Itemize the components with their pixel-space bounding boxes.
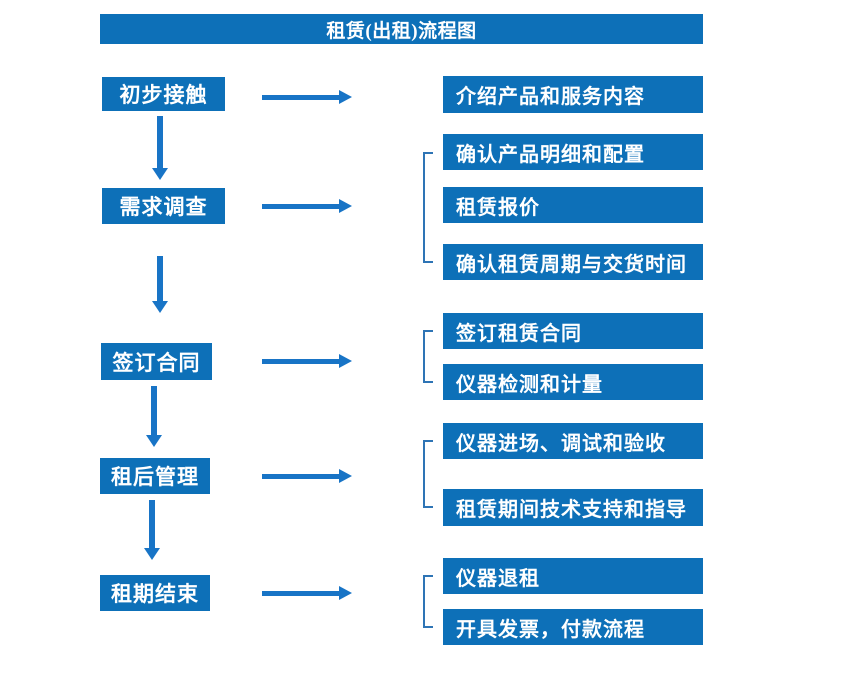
right-arrow-icon [262, 90, 352, 104]
output-box-confirm-period-delivery: 确认租赁周期与交货时间 [443, 244, 703, 280]
group-bracket [423, 152, 433, 263]
group-bracket [423, 330, 433, 383]
down-arrow-icon [146, 386, 162, 447]
output-box-introduce-products: 介绍产品和服务内容 [443, 76, 703, 113]
flowchart-title: 租赁(出租)流程图 [100, 14, 703, 44]
stage-box-demand-survey: 需求调查 [102, 188, 225, 224]
right-arrow-icon [262, 199, 352, 213]
stage-box-rental-end: 租期结束 [100, 575, 210, 611]
output-box-rental-quote: 租赁报价 [443, 187, 703, 223]
stage-box-initial-contact: 初步接触 [102, 77, 225, 111]
down-arrow-icon [144, 500, 160, 560]
stage-box-post-rental-management: 租后管理 [100, 458, 210, 494]
right-arrow-icon [262, 586, 352, 600]
stage-box-sign-contract: 签订合同 [101, 343, 212, 380]
down-arrow-icon [152, 116, 168, 180]
output-box-tech-support: 租赁期间技术支持和指导 [443, 489, 703, 526]
output-box-instrument-return: 仪器退租 [443, 558, 703, 594]
right-arrow-icon [262, 354, 352, 368]
output-box-confirm-product-details: 确认产品明细和配置 [443, 134, 703, 170]
down-arrow-icon [152, 256, 168, 313]
output-box-instrument-testing: 仪器检测和计量 [443, 364, 703, 400]
group-bracket [423, 575, 433, 628]
output-box-instrument-setup-acceptance: 仪器进场、调试和验收 [443, 423, 703, 459]
group-bracket [423, 440, 433, 508]
output-box-sign-rental-contract: 签订租赁合同 [443, 313, 703, 349]
right-arrow-icon [262, 469, 352, 483]
output-box-invoice-payment: 开具发票，付款流程 [443, 609, 703, 645]
